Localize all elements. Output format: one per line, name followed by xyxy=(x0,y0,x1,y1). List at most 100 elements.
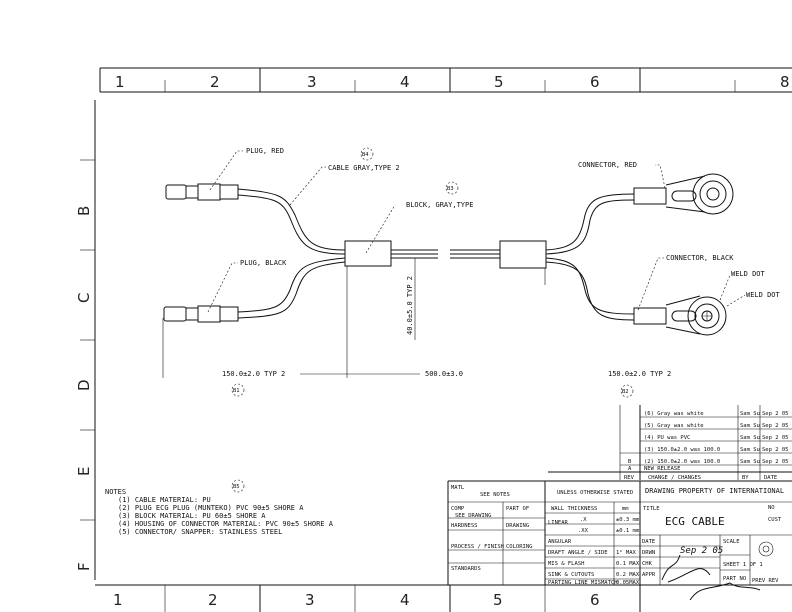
callout-block: BLOCK, GRAY,TYPE xyxy=(406,201,473,209)
svg-text:Sam Su: Sam Su xyxy=(740,423,760,429)
svg-text:DRWN: DRWN xyxy=(642,550,655,556)
svg-text:DATE: DATE xyxy=(642,539,655,545)
svg-text:CHK: CHK xyxy=(642,561,653,567)
svg-text:SHEET 1 OF 1: SHEET 1 OF 1 xyxy=(723,562,763,568)
matl-value: SEE NOTES xyxy=(480,492,510,498)
svg-text:Sep 2 05: Sep 2 05 xyxy=(762,423,789,429)
svg-text:Sam Su: Sam Su xyxy=(740,411,760,417)
balloon: B1 xyxy=(231,383,245,397)
zone-label: 4 xyxy=(400,73,410,91)
block-left xyxy=(344,240,392,267)
signature xyxy=(661,554,761,601)
svg-text:LINEAR: LINEAR xyxy=(548,520,569,526)
svg-text:PART OF: PART OF xyxy=(506,506,529,512)
svg-text:SEE DRAWING: SEE DRAWING xyxy=(455,513,491,519)
matl-label: MATL xyxy=(451,485,465,491)
balloon: B4 xyxy=(360,147,374,161)
svg-text:NEW RELEASE: NEW RELEASE xyxy=(644,466,680,472)
svg-text:BY: BY xyxy=(742,475,749,481)
zone-label: E xyxy=(75,467,93,476)
zone-label: 4 xyxy=(400,591,410,609)
top-zone-ruler: 1 2 3 4 5 6 8 xyxy=(99,67,792,93)
notes-title: NOTES xyxy=(105,488,126,496)
svg-text:COMP: COMP xyxy=(451,506,465,512)
svg-text:B: B xyxy=(628,459,632,465)
zone-label: 5 xyxy=(493,591,503,609)
svg-text:A: A xyxy=(628,466,632,472)
svg-text:DRAFT ANGLE / SIDE: DRAFT ANGLE / SIDE xyxy=(548,550,608,556)
svg-text:B1: B1 xyxy=(233,388,240,394)
cable-main xyxy=(391,249,500,259)
svg-text:Sam Su: Sam Su xyxy=(740,459,760,465)
svg-text:PROCESS / FINISH: PROCESS / FINISH xyxy=(451,544,504,550)
zone-label: 8 xyxy=(780,73,790,91)
revision-row: A NEW RELEASE xyxy=(628,466,680,472)
svg-text:PARTING LINE MISMATCH: PARTING LINE MISMATCH xyxy=(548,580,618,586)
zone-label: 1 xyxy=(113,591,123,609)
svg-text:REV: REV xyxy=(624,475,635,481)
svg-text:HARDNESS: HARDNESS xyxy=(451,523,478,529)
note-item: (2) PLUG ECG PLUG (MUNTEKO) PVC 90±5 SHO… xyxy=(118,504,304,512)
callout-cable: CABLE GRAY,TYPE 2 xyxy=(328,164,400,172)
drawing-title: ECG CABLE xyxy=(665,515,725,528)
svg-text:SCALE: SCALE xyxy=(723,539,740,545)
svg-text:(6) Gray was white: (6) Gray was white xyxy=(644,411,704,417)
svg-text:(3) 150.0±2.0 was 100.0: (3) 150.0±2.0 was 100.0 xyxy=(644,447,720,453)
note-item: (5) CONNECTOR/ SNAPPER: STAINLESS STEEL xyxy=(118,528,282,536)
svg-text:WALL THICKNESS: WALL THICKNESS xyxy=(551,506,597,512)
note-item: (3) BLOCK MATERIAL: PU 60±5 SHORE A xyxy=(118,512,266,520)
note-item: (4) HOUSING OF CONNECTOR MATERIAL: PVC 9… xyxy=(118,520,334,528)
balloon: B5 xyxy=(231,479,245,493)
svg-text:NO: NO xyxy=(768,505,775,511)
title-block: MATL SEE NOTES UNLESS OTHERWISE STATED D… xyxy=(447,480,792,601)
dimension-right: 150.0±2.0 TYP 2 xyxy=(608,370,671,378)
svg-text:COLORING: COLORING xyxy=(506,544,533,550)
zone-label: 5 xyxy=(494,73,504,91)
svg-text:±0.1 mm: ±0.1 mm xyxy=(616,528,640,534)
svg-text:Sep 2 05: Sep 2 05 xyxy=(762,459,789,465)
svg-text:APPR: APPR xyxy=(642,572,656,578)
svg-text:(4) PU was PVC: (4) PU was PVC xyxy=(644,435,690,441)
svg-text:B4: B4 xyxy=(362,152,369,158)
zone-label: B xyxy=(75,206,93,216)
leader-lines xyxy=(162,150,746,378)
svg-text:mm: mm xyxy=(622,506,629,512)
cable-right xyxy=(545,193,635,321)
callout-connector-black: CONNECTOR, BLACK xyxy=(666,254,734,262)
svg-text:Sam Su: Sam Su xyxy=(740,447,760,453)
zone-label: 3 xyxy=(307,73,317,91)
connector-black xyxy=(633,295,727,336)
dimension-vertical: 40.0±5.0 TYP 2 xyxy=(406,276,414,335)
svg-text:Sep 2 05: Sep 2 05 xyxy=(762,435,789,441)
svg-text:0.05MAX: 0.05MAX xyxy=(616,580,640,586)
svg-text:0.1 MAX: 0.1 MAX xyxy=(616,561,640,567)
svg-text:0.2 MAX: 0.2 MAX xyxy=(616,572,640,578)
svg-text:DATE: DATE xyxy=(764,475,777,481)
block-right xyxy=(499,240,547,269)
callout-connector-red: CONNECTOR, RED xyxy=(578,161,637,169)
zone-label: 2 xyxy=(210,73,220,91)
zone-label: C xyxy=(75,293,93,303)
svg-text:1° MAX: 1° MAX xyxy=(616,550,637,556)
balloon: B2 xyxy=(620,384,634,398)
plug-red xyxy=(165,183,239,201)
bottom-zone-ruler: 1 2 3 4 5 6 xyxy=(95,584,792,612)
balloon: B3 xyxy=(445,181,459,195)
zone-label: 6 xyxy=(590,73,600,91)
svg-text:CUST: CUST xyxy=(768,517,782,523)
svg-text:PART NO: PART NO xyxy=(723,576,746,582)
zone-label: 6 xyxy=(590,591,600,609)
svg-text:.XX: .XX xyxy=(578,528,589,534)
svg-text:(5) Gray was white: (5) Gray was white xyxy=(644,423,704,429)
svg-text:DRAWING: DRAWING xyxy=(506,523,529,529)
svg-text:B2: B2 xyxy=(622,389,629,395)
svg-text:B3: B3 xyxy=(447,186,454,192)
svg-text:PREV REV: PREV REV xyxy=(752,578,779,584)
signature-date: Sep 2 05 xyxy=(680,546,723,556)
note-item: (1) CABLE MATERIAL: PU xyxy=(118,496,211,504)
